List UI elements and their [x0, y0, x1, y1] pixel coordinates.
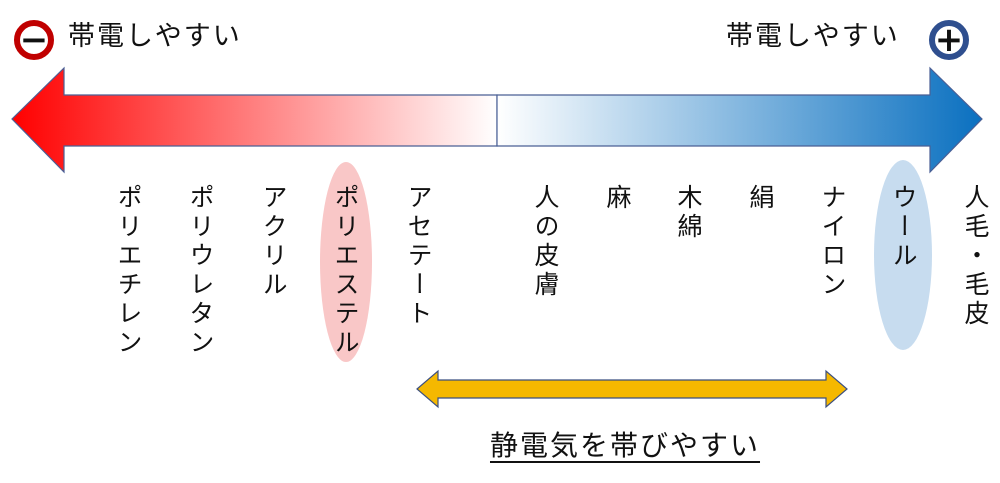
range-double-arrow	[416, 369, 848, 409]
plus-icon: +	[929, 20, 969, 60]
minus-icon: −	[14, 20, 54, 60]
material-label: 木綿	[674, 184, 703, 242]
polyester-highlight	[320, 162, 372, 362]
material-label: アクリル	[259, 184, 288, 300]
range-label: 静電気を帯びやすい	[489, 429, 761, 462]
material-label: アセテート	[404, 184, 433, 329]
material-label: ポリエステル	[331, 184, 360, 358]
negative-arrow	[11, 66, 498, 174]
material-label: 麻	[603, 184, 632, 213]
material-label: ポリウレタン	[186, 184, 215, 358]
positive-arrow	[496, 66, 983, 174]
wool-highlight	[874, 160, 932, 350]
material-label: ナイロン	[818, 184, 847, 300]
positive-label: 帯電しやすい	[726, 21, 900, 52]
material-label: 絹	[746, 184, 775, 213]
material-label: 人毛・毛皮	[961, 184, 990, 329]
material-label: ポリエチレン	[114, 184, 143, 358]
negative-label: 帯電しやすい	[68, 21, 242, 52]
material-label: 人の皮膚	[531, 184, 560, 300]
material-label: ウール	[889, 184, 918, 271]
